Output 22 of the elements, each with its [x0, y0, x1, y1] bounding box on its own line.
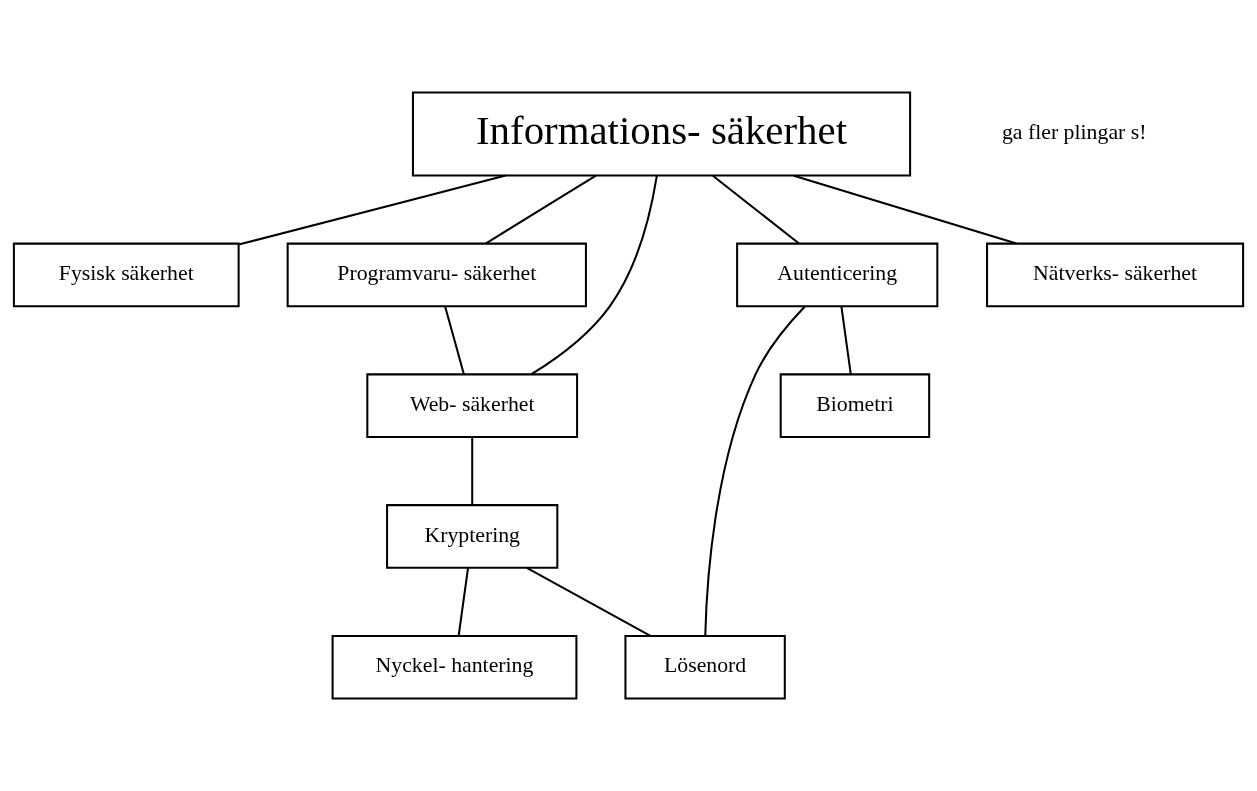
connector: [444, 306, 465, 375]
connector: [704, 305, 806, 636]
node-box: Biometri: [779, 373, 931, 439]
node-box: Autenticering: [736, 242, 939, 308]
connector: [457, 568, 470, 636]
node-box: Web- säkerhet: [366, 373, 579, 439]
node-box: Informations- säkerhet: [411, 91, 912, 177]
node-box: Lösenord: [624, 634, 786, 700]
connector: [712, 174, 800, 245]
label: ga fler plingar s!: [1001, 120, 1147, 145]
connector: [526, 566, 651, 637]
connector: [793, 174, 1017, 245]
node-box: Nätverks- säkerhet: [986, 242, 1245, 308]
connector: [471, 437, 474, 505]
node-box: Fysisk säkerhet: [12, 242, 240, 308]
connector: [485, 174, 597, 245]
node-box: Programvaru- säkerhet: [286, 242, 587, 308]
connector: [238, 174, 506, 246]
node-box: Nyckel- hantering: [331, 634, 578, 700]
node-box: Kryptering: [386, 504, 559, 569]
connector: [530, 175, 658, 376]
connector: [840, 306, 852, 375]
